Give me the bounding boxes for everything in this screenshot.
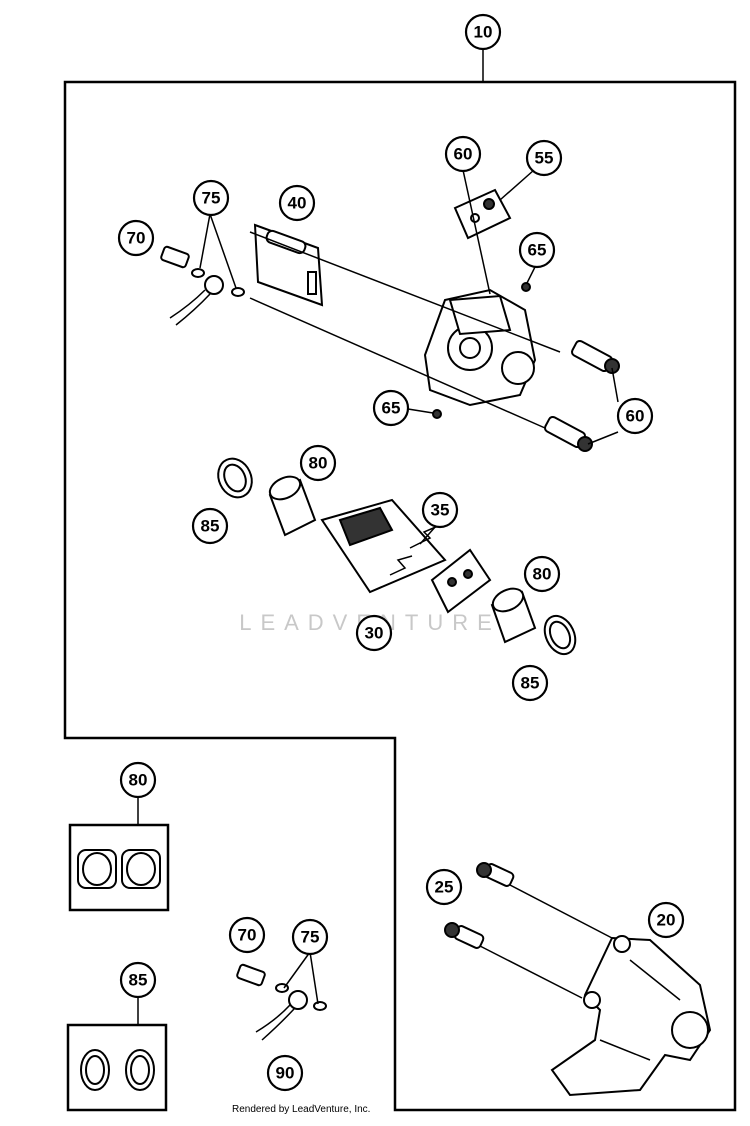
slide-pin-lower bbox=[543, 415, 593, 452]
svg-text:70: 70 bbox=[238, 926, 257, 945]
svg-text:65: 65 bbox=[528, 241, 547, 260]
callout-25: 25 bbox=[425, 868, 463, 906]
callout-20: 20 bbox=[647, 901, 685, 939]
pin-plate bbox=[453, 188, 512, 240]
leader-line bbox=[249, 231, 561, 353]
svg-text:90: 90 bbox=[276, 1064, 295, 1083]
leader-line bbox=[479, 945, 583, 999]
crush-washer bbox=[231, 287, 245, 297]
assembly-frame bbox=[63, 80, 737, 1112]
leader-line bbox=[209, 213, 237, 289]
brake-hose-fitting bbox=[255, 990, 308, 1041]
callout-85: 85 bbox=[511, 664, 549, 702]
seal-kit-box bbox=[66, 1023, 168, 1112]
leader-line bbox=[199, 213, 211, 269]
bleeder-valve bbox=[521, 282, 531, 292]
svg-text:30: 30 bbox=[365, 624, 384, 643]
callout-60: 60 bbox=[444, 135, 482, 173]
piston-seal bbox=[85, 1055, 105, 1085]
bracket-bolt bbox=[444, 922, 485, 949]
bleeder-valve bbox=[432, 409, 442, 419]
callout-65: 65 bbox=[372, 389, 410, 427]
leader-line bbox=[407, 408, 434, 414]
leader-line bbox=[509, 884, 613, 939]
svg-text:60: 60 bbox=[454, 145, 473, 164]
leader-line bbox=[249, 297, 546, 429]
piston bbox=[490, 587, 537, 644]
leader-line bbox=[309, 951, 319, 1005]
svg-text:80: 80 bbox=[533, 565, 552, 584]
callout-85: 85 bbox=[191, 507, 229, 545]
piston-seal bbox=[223, 463, 247, 493]
callout-80: 80 bbox=[523, 555, 561, 593]
caliper-bracket bbox=[550, 935, 712, 1097]
callout-80: 80 bbox=[119, 761, 157, 799]
svg-text:85: 85 bbox=[521, 674, 540, 693]
callout-30: 30 bbox=[355, 614, 393, 652]
callout-35: 35 bbox=[421, 491, 459, 529]
leader-line bbox=[419, 525, 437, 545]
callout-75: 75 bbox=[291, 918, 329, 956]
piston-seal bbox=[548, 620, 572, 650]
callout-10: 10 bbox=[464, 13, 502, 51]
callout-70: 70 bbox=[117, 219, 155, 257]
piston bbox=[121, 849, 161, 889]
svg-text:60: 60 bbox=[626, 407, 645, 426]
leader-line bbox=[283, 951, 311, 989]
leader-line bbox=[462, 169, 491, 295]
svg-text:20: 20 bbox=[657, 911, 676, 930]
caliper-body bbox=[423, 288, 537, 407]
crush-washer bbox=[313, 1001, 327, 1011]
svg-text:55: 55 bbox=[535, 149, 554, 168]
callout-75: 75 bbox=[192, 179, 230, 217]
slide-pin-upper bbox=[570, 339, 620, 374]
cover-plate bbox=[253, 223, 324, 307]
callout-60: 60 bbox=[616, 397, 654, 435]
piston-kit-box bbox=[68, 823, 170, 912]
callout-65: 65 bbox=[518, 231, 556, 269]
leader-line bbox=[587, 431, 619, 445]
svg-text:70: 70 bbox=[127, 229, 146, 248]
leader-line bbox=[611, 367, 619, 403]
callout-80: 80 bbox=[299, 444, 337, 482]
svg-text:85: 85 bbox=[201, 517, 220, 536]
crush-washer bbox=[191, 268, 205, 278]
svg-text:80: 80 bbox=[129, 771, 148, 790]
brake-pad-set bbox=[320, 498, 492, 614]
banjo-bolt bbox=[160, 245, 190, 269]
bracket-bolt bbox=[476, 862, 515, 887]
leader-line bbox=[526, 264, 537, 284]
svg-text:85: 85 bbox=[129, 971, 148, 990]
svg-text:65: 65 bbox=[382, 399, 401, 418]
svg-text:25: 25 bbox=[435, 878, 454, 897]
piston-seal bbox=[130, 1055, 150, 1085]
callout-90: 90 bbox=[266, 1054, 304, 1092]
svg-text:10: 10 bbox=[474, 23, 493, 42]
svg-text:80: 80 bbox=[309, 454, 328, 473]
svg-text:75: 75 bbox=[202, 189, 221, 208]
piston bbox=[77, 849, 117, 889]
credit-text: Rendered by LeadVenture, Inc. bbox=[232, 1104, 370, 1115]
svg-text:35: 35 bbox=[431, 501, 450, 520]
svg-text:40: 40 bbox=[288, 194, 307, 213]
callout-85: 85 bbox=[119, 961, 157, 999]
banjo-bolt bbox=[236, 963, 266, 987]
callout-55: 55 bbox=[525, 139, 563, 177]
callout-40: 40 bbox=[278, 184, 316, 222]
svg-text:75: 75 bbox=[301, 928, 320, 947]
callout-70: 70 bbox=[228, 916, 266, 954]
brake-hose-fitting bbox=[169, 275, 224, 326]
leader-line bbox=[499, 169, 535, 201]
piston bbox=[268, 475, 317, 537]
